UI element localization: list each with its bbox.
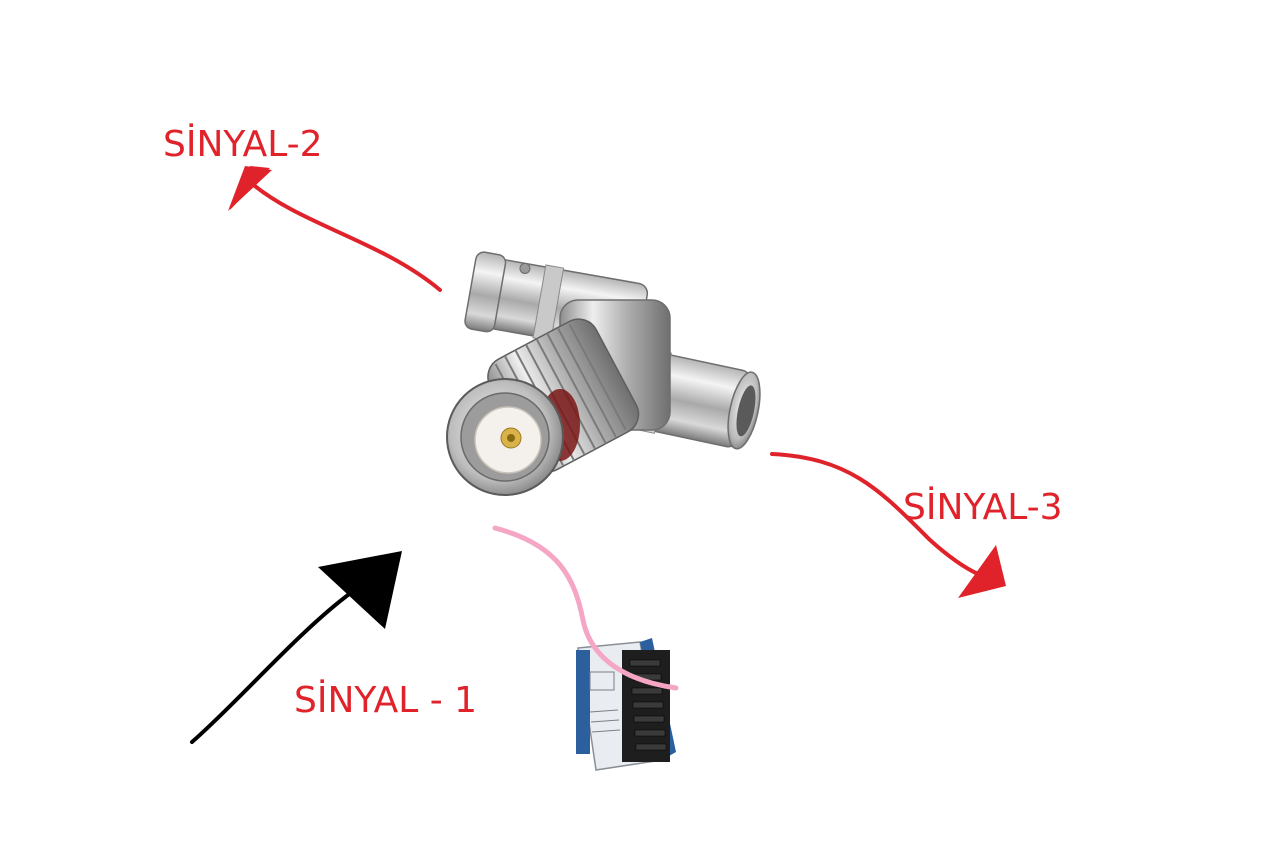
signal-2-label: SİNYAL-2	[163, 127, 323, 163]
bnc-t-connector-icon	[447, 251, 766, 495]
signal-3-label: SİNYAL-3	[903, 490, 1063, 526]
signal-1-label: SİNYAL - 1	[294, 683, 477, 719]
signal-2-arrow	[228, 166, 440, 290]
daq-module-icon	[576, 638, 676, 770]
